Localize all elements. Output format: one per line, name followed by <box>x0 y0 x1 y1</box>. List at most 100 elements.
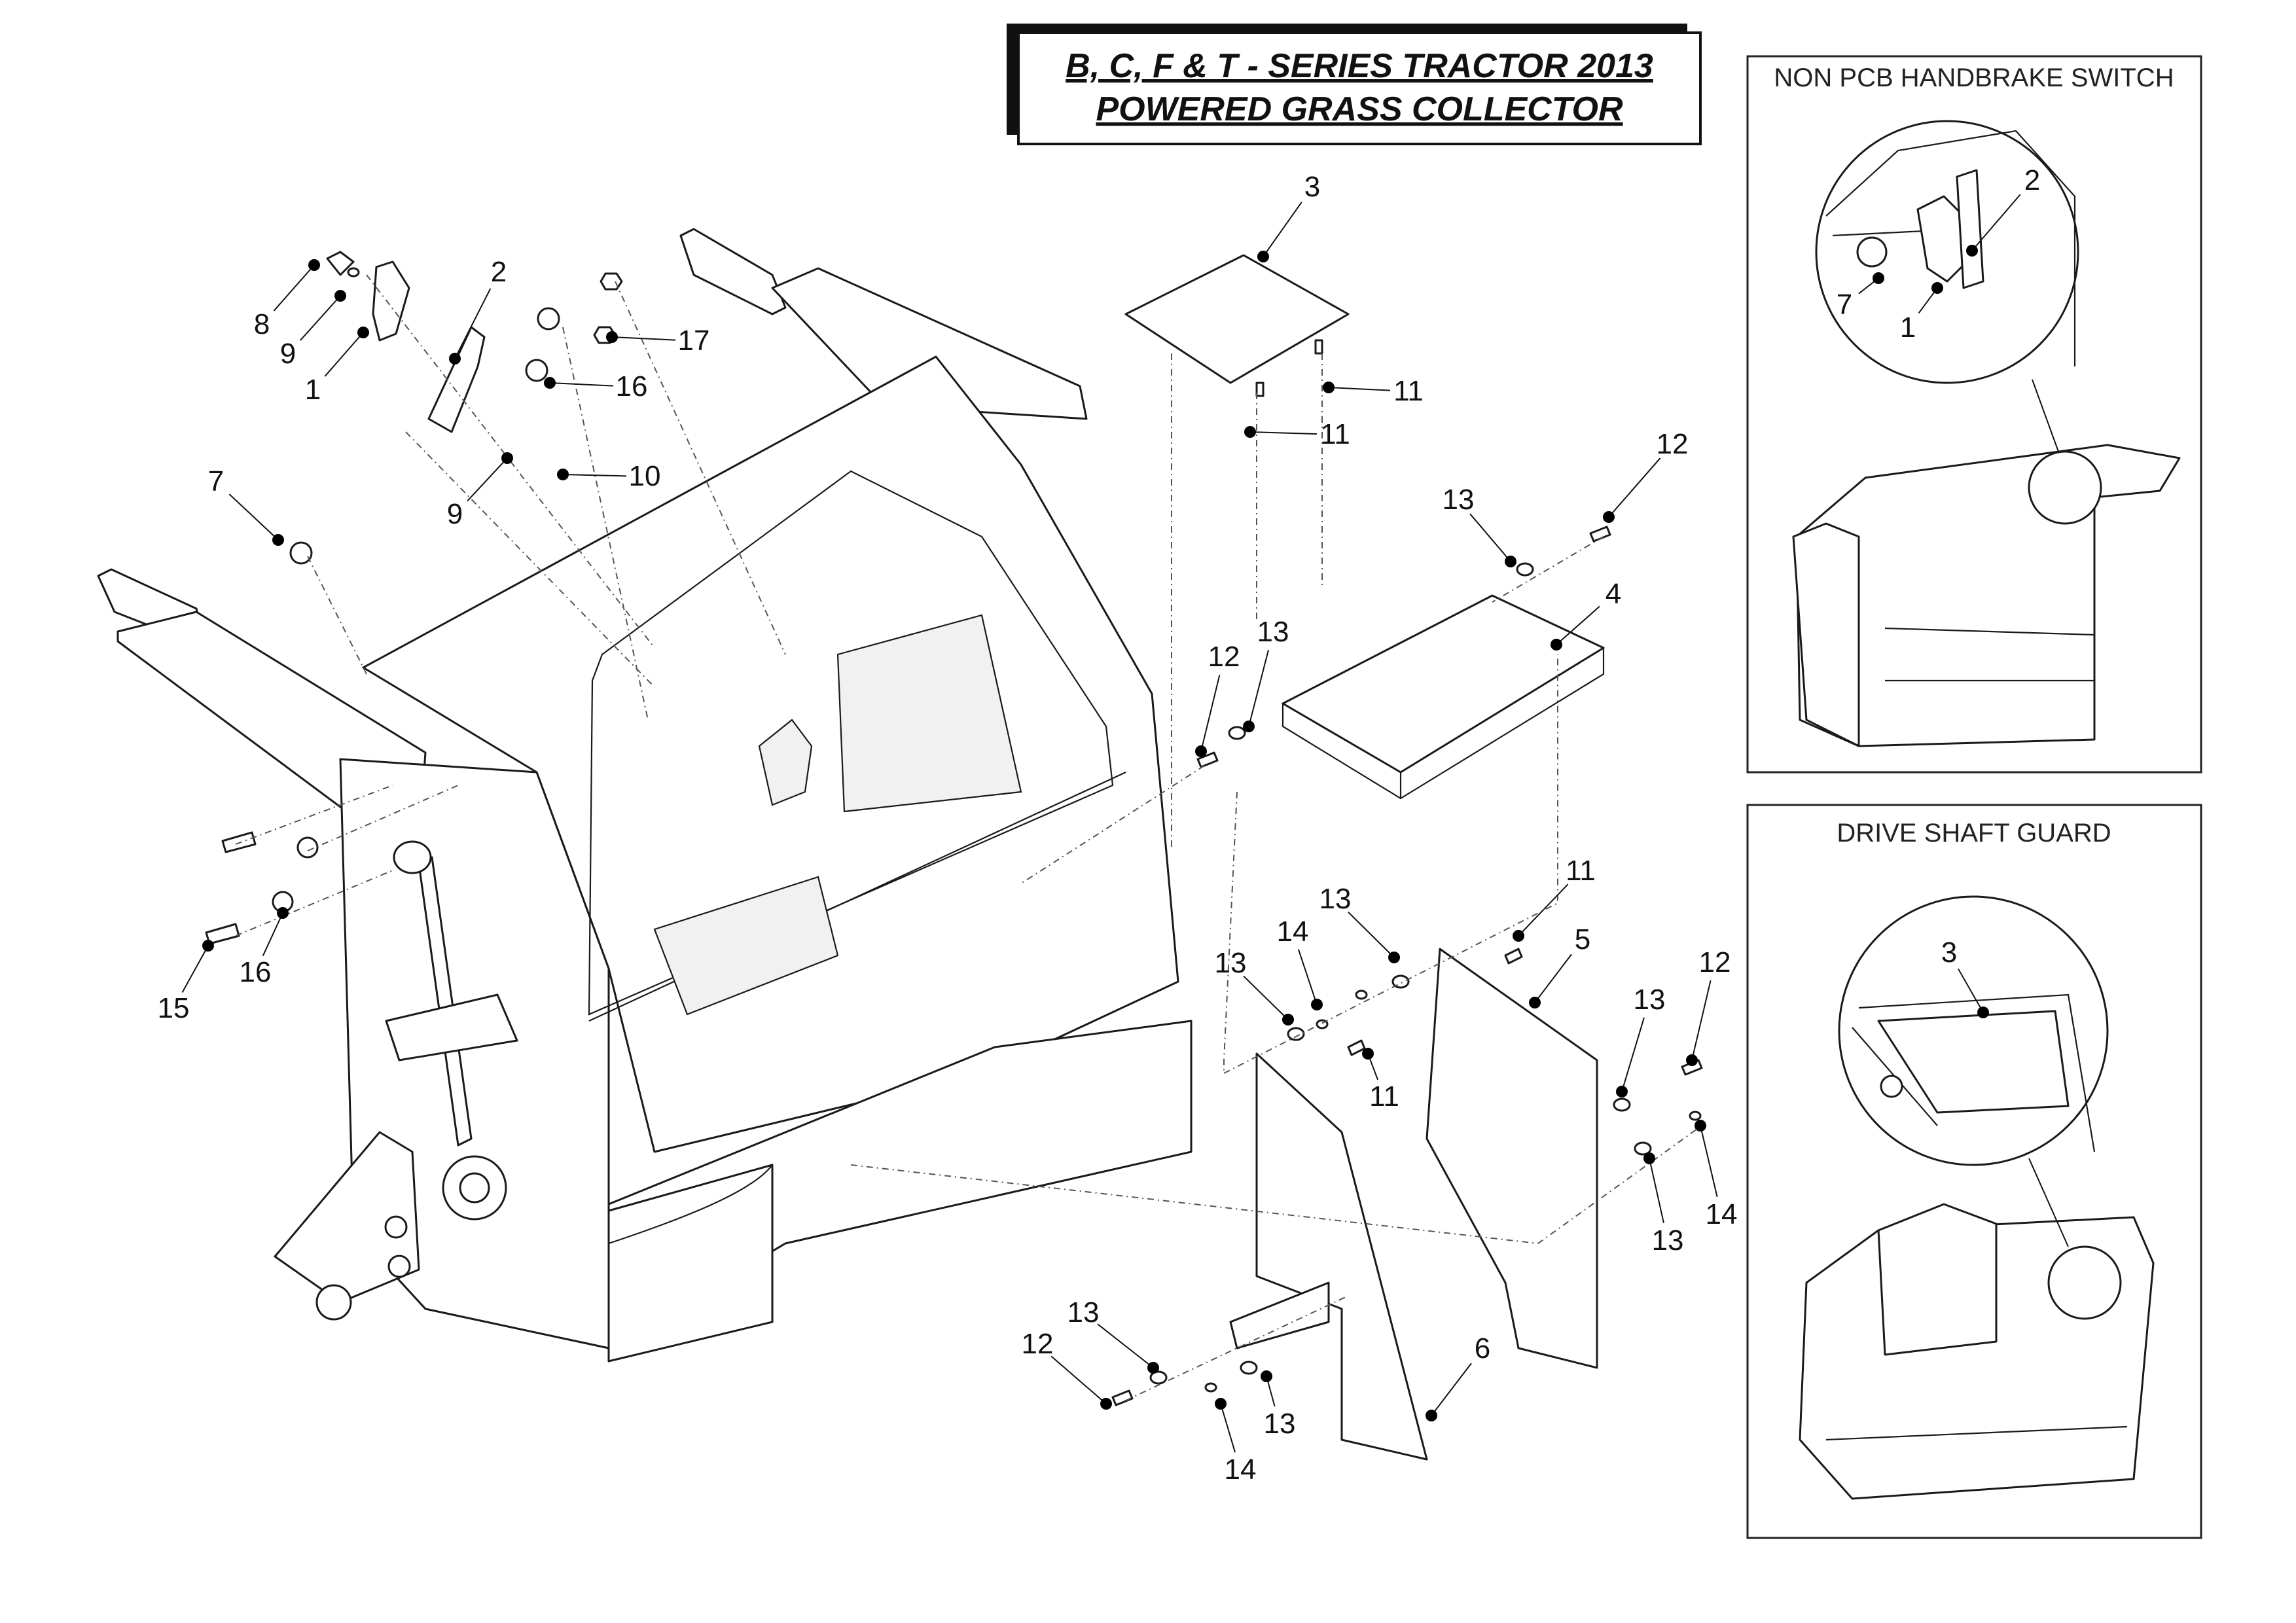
guard-plates <box>1124 254 1605 800</box>
callout-dot <box>1977 1007 1989 1018</box>
callout-16: 16 <box>240 907 289 988</box>
callout-number: 1 <box>1900 312 1916 344</box>
callout-dot <box>1362 1048 1374 1060</box>
callout-13: 13 <box>1616 984 1665 1097</box>
callout-leader <box>1518 883 1569 936</box>
callout-number: 5 <box>1575 923 1590 955</box>
callout-leader <box>181 945 209 993</box>
callout-leader <box>262 912 283 956</box>
callout-number: 7 <box>208 465 224 497</box>
callout-leader <box>1328 387 1391 391</box>
callout-dot <box>202 940 214 952</box>
callout-leader <box>1556 605 1600 645</box>
callout-1: 1 <box>1900 282 1943 344</box>
callout-14: 14 <box>1215 1398 1256 1486</box>
callout-dot <box>1505 556 1516 567</box>
callout-dot <box>1100 1398 1112 1410</box>
callout-number: 11 <box>1369 1080 1399 1113</box>
callout-11: 11 <box>1244 418 1350 450</box>
callout-leader <box>1220 1403 1236 1453</box>
callout-leader <box>1608 457 1661 518</box>
callout-dot <box>1261 1370 1272 1382</box>
callout-dot <box>1243 721 1255 732</box>
callout-number: 2 <box>2024 164 2040 196</box>
callout-number: 15 <box>158 992 190 1024</box>
callout-number: 3 <box>1941 936 1957 969</box>
callout-leader <box>1200 674 1221 752</box>
callout-16: 16 <box>544 370 647 402</box>
title-line-2: POWERED GRASS COLLECTOR <box>1096 90 1623 128</box>
hardware <box>1111 339 1703 1406</box>
callout-number: 11 <box>1566 855 1596 887</box>
callout-15: 15 <box>158 940 214 1024</box>
callout-leader <box>1469 513 1511 562</box>
callout-number: 6 <box>1475 1332 1490 1364</box>
callout-number: 1 <box>305 374 321 406</box>
callout-number: 12 <box>1022 1328 1054 1360</box>
callout-2: 2 <box>1966 164 2040 257</box>
callout-leader <box>1431 1363 1472 1416</box>
callout-leader <box>611 336 676 341</box>
callout-12: 12 <box>1686 946 1731 1066</box>
callout-leader <box>1958 968 1984 1013</box>
callout-leader <box>228 493 279 541</box>
callout-leader <box>1700 1125 1718 1197</box>
callout-number: 14 <box>1277 916 1309 948</box>
callout-13: 13 <box>1261 1370 1295 1440</box>
switch-parts <box>205 251 623 945</box>
callout-dot <box>449 353 461 365</box>
callout-dot <box>544 377 556 389</box>
callout-dot <box>1603 511 1615 523</box>
inset-handbrake-title: NON PCB HANDBRAKE SWITCH <box>1774 63 2174 92</box>
side-panels <box>1229 948 1598 1461</box>
callout-10: 10 <box>557 460 660 492</box>
callout-leader <box>1971 194 2021 251</box>
callout-leader <box>324 332 364 377</box>
callout-dot <box>1147 1362 1159 1374</box>
callout-number: 11 <box>1320 418 1350 450</box>
callout-number: 2 <box>491 256 507 288</box>
callout-dot <box>277 907 289 919</box>
callout-17: 17 <box>606 325 709 357</box>
callout-dot <box>1323 382 1335 393</box>
callout-dot <box>557 469 569 480</box>
inset-handbrake-switch: NON PCB HANDBRAKE SWITCH <box>1746 55 2202 774</box>
callout-leader <box>562 474 627 477</box>
callout-13: 13 <box>1643 1152 1683 1257</box>
callout-dot <box>1195 745 1207 757</box>
callout-14: 14 <box>1277 916 1323 1010</box>
callout-leader <box>1621 1017 1645 1092</box>
callout-dot <box>501 452 513 464</box>
title-block: B, C, F & T - SERIES TRACTOR 2013 POWERE… <box>1007 24 1702 145</box>
callout-dot <box>1426 1410 1437 1421</box>
callout-dot <box>606 331 618 343</box>
callout-number: 13 <box>1443 484 1475 516</box>
callout-number: 12 <box>1208 641 1240 673</box>
callout-number: 13 <box>1652 1224 1684 1257</box>
callout-leader <box>1534 954 1572 1003</box>
callout-dot <box>1695 1120 1706 1132</box>
callout-12: 12 <box>1603 428 1688 523</box>
callout-number: 11 <box>1393 375 1424 407</box>
callout-dot <box>1244 426 1256 438</box>
callout-dot <box>1311 999 1323 1010</box>
callout-number: 13 <box>1067 1296 1100 1329</box>
callout-leader <box>1097 1323 1154 1368</box>
callout-dot <box>1616 1086 1628 1097</box>
callout-dot <box>1551 639 1562 651</box>
callout-13: 13 <box>1443 484 1516 567</box>
callout-leader <box>1249 431 1318 435</box>
callout-1: 1 <box>305 327 369 406</box>
callout-dot <box>1282 1014 1294 1026</box>
callout-3: 3 <box>1257 171 1320 262</box>
callout-6: 6 <box>1426 1332 1490 1421</box>
callout-number: 16 <box>616 370 648 402</box>
callout-leader <box>549 382 614 387</box>
callout-leader <box>454 288 492 359</box>
callout-dot <box>1931 282 1943 294</box>
inset-driveshaft-title: DRIVE SHAFT GUARD <box>1837 819 2111 847</box>
callout-leader <box>467 457 508 502</box>
callout-leader <box>1248 649 1270 727</box>
